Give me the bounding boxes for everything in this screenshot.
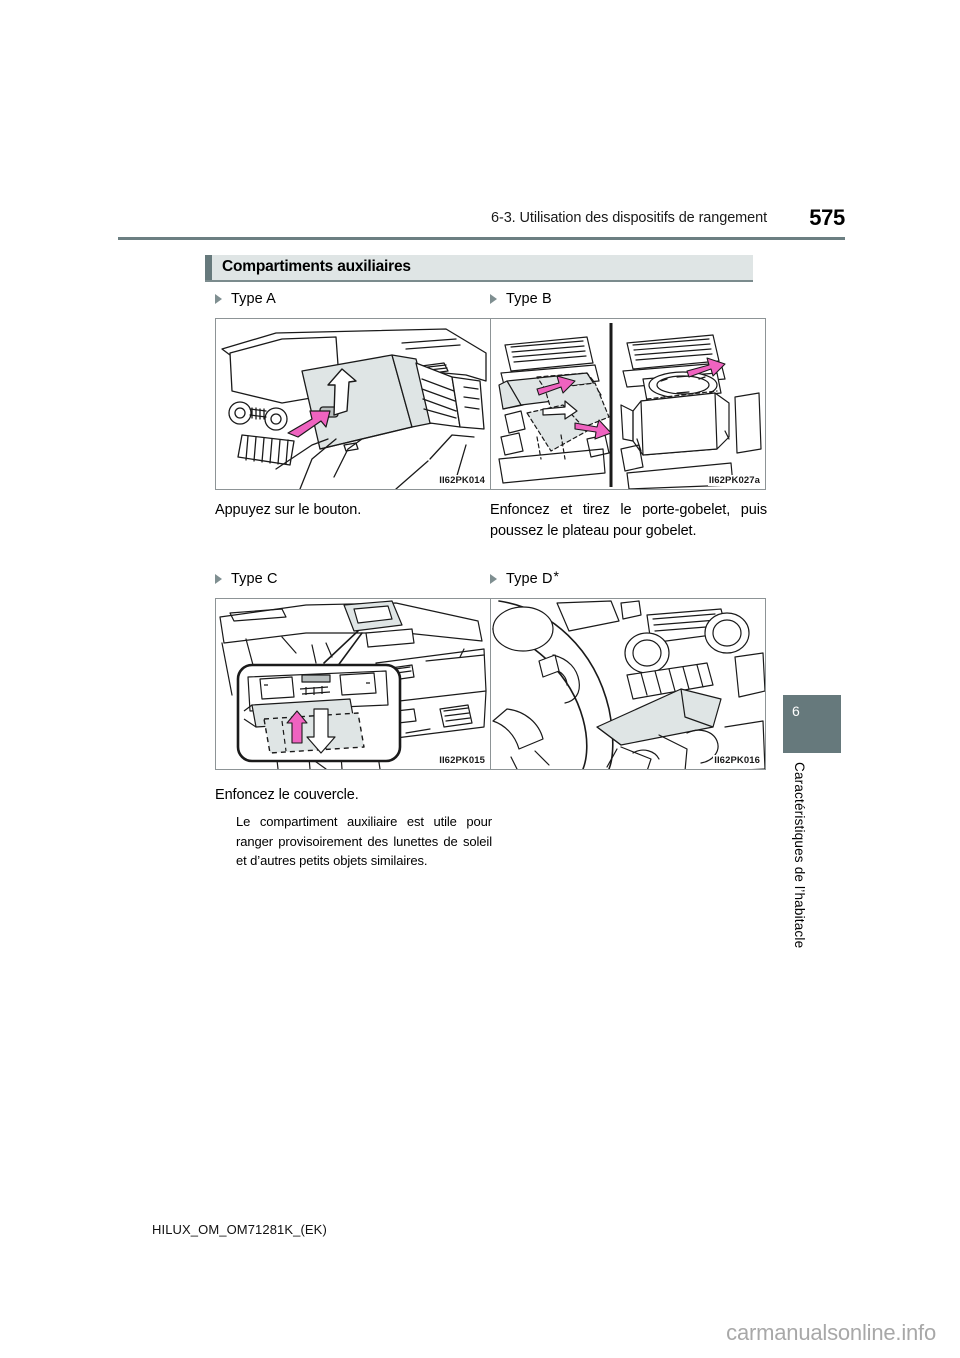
- section-title: Compartiments auxiliaires: [222, 258, 411, 275]
- header-divider: [118, 237, 845, 240]
- type-a-label-text: Type A: [231, 291, 276, 307]
- type-a-caption: Appuyez sur le bouton.: [215, 502, 362, 518]
- chapter-tab: 6: [783, 695, 841, 753]
- type-c-note-wrap: Le compartiment auxiliaire est utile pou…: [236, 812, 492, 871]
- type-b-label: Type B: [490, 288, 767, 310]
- type-b-caption-wrap: Enfoncez et tirez le porte-gobelet, puis…: [490, 500, 767, 542]
- type-c-figure-wrap: II62PK015: [215, 598, 492, 770]
- figure-type-d: II62PK016: [490, 598, 766, 770]
- type-d-label: Type D*: [490, 568, 767, 590]
- page-header: 6-3. Utilisation des dispositifs de rang…: [118, 205, 845, 239]
- type-c-caption-wrap: Enfoncez le couvercle.: [215, 785, 487, 806]
- site-watermark: carmanualsonline.info: [726, 1320, 936, 1345]
- figure-code-type-d: II62PK016: [713, 755, 761, 766]
- type-c-label: Type C: [215, 568, 492, 590]
- type-c-caption: Enfoncez le couvercle.: [215, 787, 359, 803]
- bullet-triangle-icon: [490, 574, 497, 584]
- type-b-label-text: Type B: [506, 291, 552, 307]
- type-a-figure-wrap: II62PK014: [215, 318, 492, 490]
- figure-code-type-a: II62PK014: [438, 475, 486, 486]
- type-c-label-row: Type C: [215, 568, 492, 590]
- figure-type-a: II62PK014: [215, 318, 491, 490]
- chapter-title: Caractéristiques de l’habitacle: [792, 762, 807, 949]
- type-d-label-row: Type D*: [490, 568, 767, 590]
- bullet-triangle-icon: [490, 294, 497, 304]
- type-c-note: Le compartiment auxiliaire est utile pou…: [236, 814, 492, 868]
- bullet-triangle-icon: [215, 294, 222, 304]
- type-b-figure-wrap: II62PK027a: [490, 318, 767, 490]
- figure-code-type-c: II62PK015: [438, 755, 486, 766]
- type-c-label-text: Type C: [231, 571, 278, 587]
- document-code: HILUX_OM_OM71281K_(EK): [152, 1222, 327, 1237]
- section-heading-bar: Compartiments auxiliaires: [205, 255, 753, 282]
- type-b-label-row: Type B: [490, 288, 767, 310]
- type-a-label: Type A: [215, 288, 492, 310]
- type-b-caption: Enfoncez et tirez le porte-gobelet, puis…: [490, 502, 767, 539]
- figure-type-c: II62PK015: [215, 598, 491, 770]
- page-number: 575: [809, 205, 845, 230]
- bullet-triangle-icon: [215, 574, 222, 584]
- breadcrumb: 6-3. Utilisation des dispositifs de rang…: [491, 210, 767, 226]
- chapter-number: 6: [792, 703, 800, 719]
- type-a-caption-wrap: Appuyez sur le bouton.: [215, 500, 487, 521]
- figure-code-type-b: II62PK027a: [707, 475, 761, 486]
- figure-type-b: II62PK027a: [490, 318, 766, 490]
- type-d-figure-wrap: II62PK016: [490, 598, 767, 770]
- type-d-label-text: Type D: [506, 571, 553, 587]
- section-accent-block: [205, 255, 212, 280]
- type-a-label-row: Type A: [215, 288, 492, 310]
